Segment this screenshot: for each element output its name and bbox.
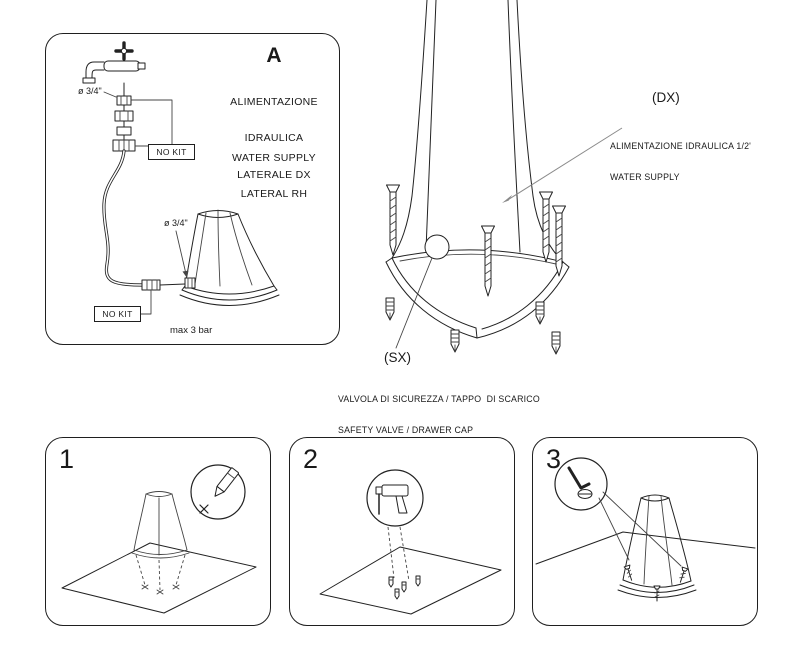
flex-hose-icon [102,149,186,315]
no-kit-box-bottom: NO KIT [94,306,141,322]
step-1-number: 1 [59,444,75,474]
diameter-label-top: ø 3/4" [78,86,102,96]
safety-valve-marker [424,234,450,260]
drill-icon [366,469,424,527]
wall-anchor-icons [385,297,561,355]
screw-icons [623,564,689,602]
supply-en-line2: LATERAL RH [240,188,308,201]
supply-en-line1: WATER SUPPLY [232,152,316,165]
step-1-illustration [61,464,257,614]
sx-label: (SX) [384,350,411,365]
step-2-box: 2 [289,437,515,626]
main-installation-diagram: (DX) ALIMENTAZIONE IDRAULICA 1/2' WATER … [330,0,800,435]
drill-mark-icons [141,584,180,595]
sx-note-line1: VALVOLA DI SICUREZZA / TAPPO DI SCARICO [338,394,540,405]
diameter-label-base: ø 3/4" [164,218,188,228]
step-1-box: 1 [45,437,271,626]
drilling-guides [387,526,410,582]
panel-a-label: A [266,44,282,67]
hex-key-on-screw-icon [554,457,682,567]
shower-column-icon [385,0,570,339]
max-pressure-label: max 3 bar [170,325,213,336]
supply-it-line1: ALIMENTAZIONE [230,96,318,109]
sx-note: VALVOLA DI SICUREZZA / TAPPO DI SCARICO … [338,374,568,455]
step-3-box: 3 [532,437,758,626]
fixing-screw-icons [386,184,566,297]
supply-it-line3: LATERALE DX [237,168,311,181]
supply-it-line2: IDRAULICA [244,132,304,145]
supply-title-english: WATER SUPPLY LATERAL RH [204,128,344,225]
floor-tile-icon [319,546,502,615]
step-2-illustration [319,469,502,615]
marker-pen-icon [190,464,246,520]
step-3-number: 3 [546,444,562,474]
dx-leader-arrow [502,127,623,203]
shower-base-icon [175,209,280,306]
faucet-icon [82,41,146,84]
step-3-illustration [535,457,756,602]
dx-note: ALIMENTAZIONE IDRAULICA 1/2' WATER SUPPL… [610,121,795,202]
base-outline-icon [131,491,190,591]
sx-leader-line [395,257,433,349]
panel-a-water-supply-detail: A ALIMENTAZIONE IDRAULICA LATERALE DX WA… [45,33,340,345]
no-kit-box-top: NO KIT [148,144,195,160]
shower-base-icon [617,494,697,598]
pipe-fittings-icon [103,82,173,152]
supply-title-italian: ALIMENTAZIONE IDRAULICA LATERALE DX [204,72,344,205]
floor-surface-icon [535,531,756,565]
dx-note-line1: ALIMENTAZIONE IDRAULICA 1/2' [610,141,752,152]
dx-note-line2: WATER SUPPLY [610,171,680,182]
anchor-icons [388,575,421,600]
sx-note-line2: SAFETY VALVE / DRAWER CAP [338,424,474,435]
shower-column-line-art [385,0,623,355]
floor-tile-icon [61,542,257,614]
panel-a-line-art [82,41,280,315]
dx-label: (DX) [652,90,680,105]
step-2-number: 2 [303,444,319,474]
